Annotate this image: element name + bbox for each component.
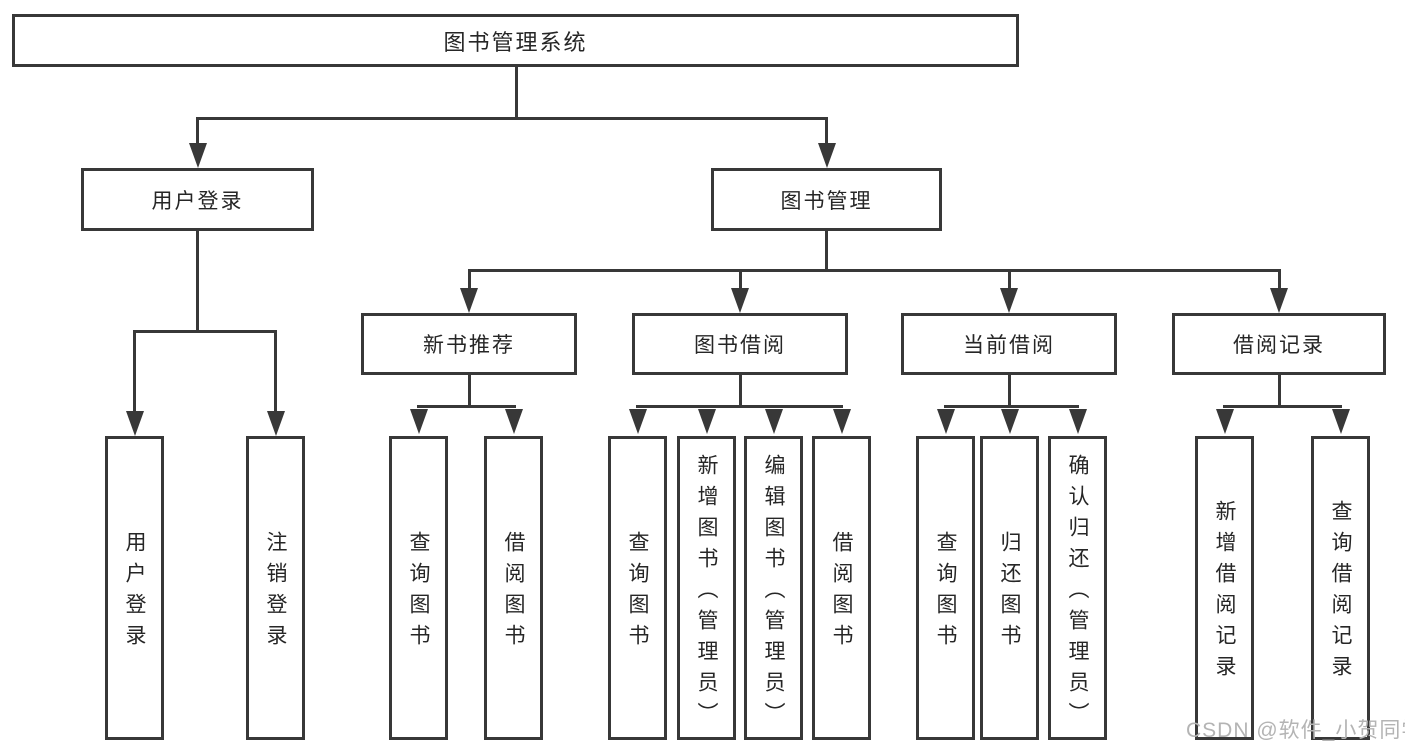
edge-arrowhead-icon	[765, 409, 783, 434]
edge-arrowhead-icon	[698, 409, 716, 434]
edge-line	[133, 330, 277, 333]
leaf-borrow-books-1: 借阅图书	[484, 436, 543, 740]
csdn-watermark: CSDN @软件_小贺同学	[1186, 719, 1405, 742]
node-label: 图书管理	[780, 189, 873, 213]
edge-line	[944, 405, 1079, 408]
leaf-label: 用户登录	[123, 531, 146, 655]
edge-line	[1223, 405, 1342, 408]
edge-line	[196, 117, 828, 120]
edge-line	[739, 269, 742, 293]
leaf-add-book-admin: 新增图书（管理员）	[677, 436, 736, 740]
node-user-login: 用户登录	[81, 168, 314, 231]
node-book-management: 图书管理	[711, 168, 942, 231]
leaf-label: 确认归还（管理员）	[1066, 453, 1089, 733]
leaf-label: 新增借阅记录	[1213, 500, 1236, 686]
edge-line	[1008, 269, 1011, 293]
node-borrow-records: 借阅记录	[1172, 313, 1386, 375]
edge-line	[133, 330, 136, 415]
node-label: 新书推荐	[423, 334, 515, 357]
node-library-management-system: 图书管理系统	[12, 14, 1019, 67]
leaf-label: 借阅图书	[502, 531, 525, 655]
edge-arrowhead-icon	[1000, 288, 1018, 313]
edge-arrowhead-icon	[505, 409, 523, 434]
node-book-borrowing: 图书借阅	[632, 313, 848, 375]
node-label: 当前借阅	[963, 334, 1055, 357]
edge-line	[636, 405, 843, 408]
edge-line	[1278, 375, 1281, 407]
leaf-label: 查询图书	[934, 531, 957, 655]
edge-line	[417, 405, 516, 408]
edge-arrowhead-icon	[818, 143, 836, 168]
edge-arrowhead-icon	[1332, 409, 1350, 434]
edge-arrowhead-icon	[833, 409, 851, 434]
leaf-user-login: 用户登录	[105, 436, 164, 740]
edge-arrowhead-icon	[189, 143, 207, 168]
node-label: 图书管理系统	[443, 29, 588, 55]
edge-arrowhead-icon	[1216, 409, 1234, 434]
edge-arrowhead-icon	[460, 288, 478, 313]
edge-line	[468, 269, 471, 293]
edge-arrowhead-icon	[126, 411, 144, 436]
node-current-borrowing: 当前借阅	[901, 313, 1117, 375]
edge-arrowhead-icon	[937, 409, 955, 434]
leaf-label: 借阅图书	[830, 531, 853, 655]
leaf-return-book: 归还图书	[980, 436, 1039, 740]
node-label: 借阅记录	[1233, 334, 1325, 357]
leaf-label: 查询图书	[626, 531, 649, 655]
edge-line	[1278, 269, 1281, 293]
leaf-label: 查询借阅记录	[1329, 500, 1352, 686]
edge-line	[825, 231, 828, 271]
edge-arrowhead-icon	[1001, 409, 1019, 434]
leaf-label: 查询图书	[407, 531, 430, 655]
edge-line	[468, 269, 1280, 272]
edge-line	[739, 375, 742, 407]
leaf-query-books-2: 查询图书	[608, 436, 667, 740]
edge-arrowhead-icon	[1270, 288, 1288, 313]
leaf-label: 注销登录	[264, 531, 287, 655]
edge-line	[468, 375, 471, 407]
leaf-borrow-books-2: 借阅图书	[812, 436, 871, 740]
edge-arrowhead-icon	[629, 409, 647, 434]
leaf-add-borrow-record: 新增借阅记录	[1195, 436, 1254, 740]
edge-arrowhead-icon	[1069, 409, 1087, 434]
edge-line	[1008, 375, 1011, 407]
edge-arrowhead-icon	[731, 288, 749, 313]
node-label: 图书借阅	[694, 334, 786, 357]
leaf-edit-book-admin: 编辑图书（管理员）	[744, 436, 803, 740]
leaf-query-books-1: 查询图书	[389, 436, 448, 740]
leaf-query-borrow-record: 查询借阅记录	[1311, 436, 1370, 740]
edge-line	[196, 231, 199, 331]
leaf-label: 归还图书	[998, 531, 1021, 655]
edge-line	[196, 117, 199, 147]
leaf-logout: 注销登录	[246, 436, 305, 740]
edge-arrowhead-icon	[410, 409, 428, 434]
leaf-query-books-3: 查询图书	[916, 436, 975, 740]
edge-line	[515, 67, 518, 118]
node-label: 用户登录	[151, 189, 244, 213]
leaf-confirm-return-admin: 确认归还（管理员）	[1048, 436, 1107, 740]
leaf-label: 新增图书（管理员）	[695, 453, 718, 733]
edge-line	[274, 330, 277, 415]
node-new-book-recommend: 新书推荐	[361, 313, 577, 375]
leaf-label: 编辑图书（管理员）	[762, 453, 785, 733]
edge-arrowhead-icon	[267, 411, 285, 436]
edge-line	[825, 117, 828, 147]
